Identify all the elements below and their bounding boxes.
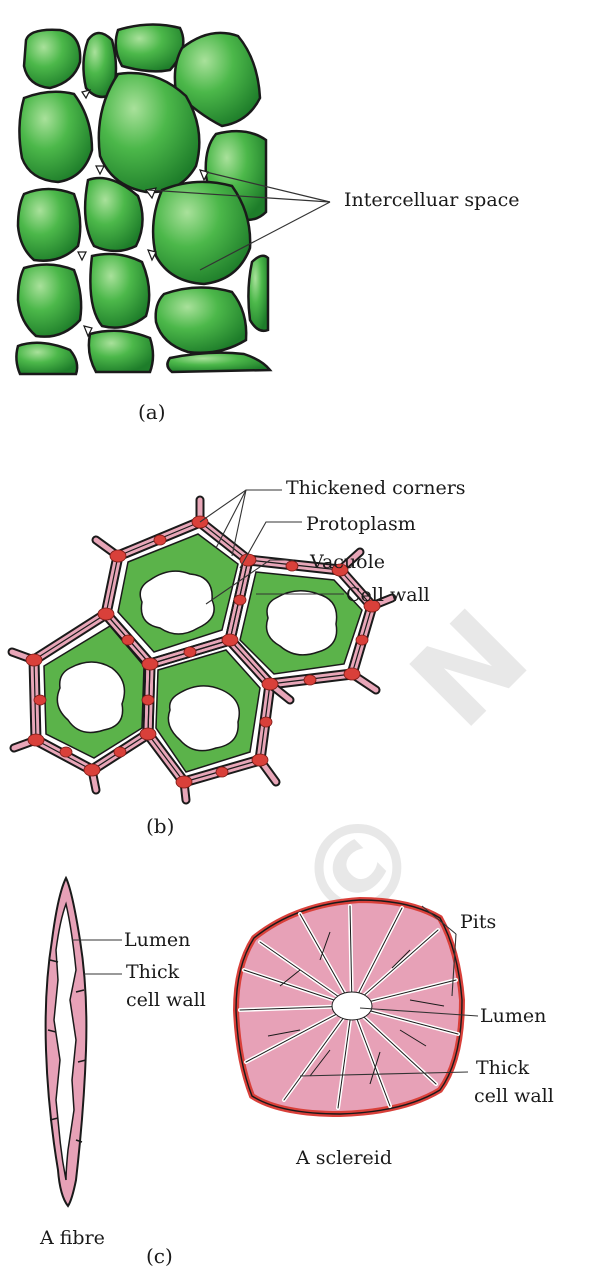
thickened-corner xyxy=(84,764,100,776)
label-fibre-thick: Thick xyxy=(126,962,179,984)
sclereid-cell xyxy=(236,900,462,1114)
thickened-corner xyxy=(142,658,158,670)
label-protoplasm: Protoplasm xyxy=(306,514,416,536)
label-sclereid-lumen: Lumen xyxy=(480,1006,546,1028)
thickened-corner xyxy=(176,776,192,788)
label-fibre-cell-wall: cell wall xyxy=(126,990,206,1012)
label-sclereid-thick: Thick xyxy=(476,1058,529,1080)
parenchyma-cell xyxy=(19,92,92,182)
parenchyma-cell xyxy=(248,256,268,331)
caption-b: (b) xyxy=(146,814,174,838)
collenchyma-tissue xyxy=(12,500,392,800)
caption-a: (a) xyxy=(138,400,166,424)
parenchyma-cell xyxy=(18,189,80,261)
label-intercellular-space: Intercelluar space xyxy=(344,190,520,212)
parenchyma-cell xyxy=(156,287,247,352)
thickened-corner xyxy=(252,754,268,766)
label-pits: Pits xyxy=(460,912,496,934)
parenchyma-cell xyxy=(89,331,153,372)
parenchyma-cell xyxy=(18,264,81,336)
sclereid-lumen xyxy=(332,992,372,1020)
thickened-corner xyxy=(344,668,360,680)
thickened-corner xyxy=(222,634,238,646)
label-cell-wall-b: Cell wall xyxy=(346,585,430,607)
caption-c: (c) xyxy=(146,1244,173,1268)
thickened-corner xyxy=(98,608,114,620)
parenchyma-cell xyxy=(90,254,149,328)
label-sclereid-caption: A sclereid xyxy=(296,1148,392,1170)
label-vacuole: Vacuole xyxy=(310,552,385,574)
label-fibre-caption: A fibre xyxy=(40,1228,105,1250)
fibre-cell xyxy=(46,878,87,1206)
label-thickened-corners: Thickened corners xyxy=(286,478,466,500)
label-fibre-lumen: Lumen xyxy=(124,930,190,952)
thickened-corner xyxy=(28,734,44,746)
thickened-corner xyxy=(110,550,126,562)
thickened-corner xyxy=(26,654,42,666)
thickened-corner xyxy=(140,728,156,740)
vacuole xyxy=(140,571,214,634)
label-sclereid-cell-wall: cell wall xyxy=(474,1086,554,1108)
parenchyma-tissue xyxy=(14,18,276,378)
thickened-corner xyxy=(262,678,278,690)
parenchyma-cell xyxy=(116,24,184,71)
